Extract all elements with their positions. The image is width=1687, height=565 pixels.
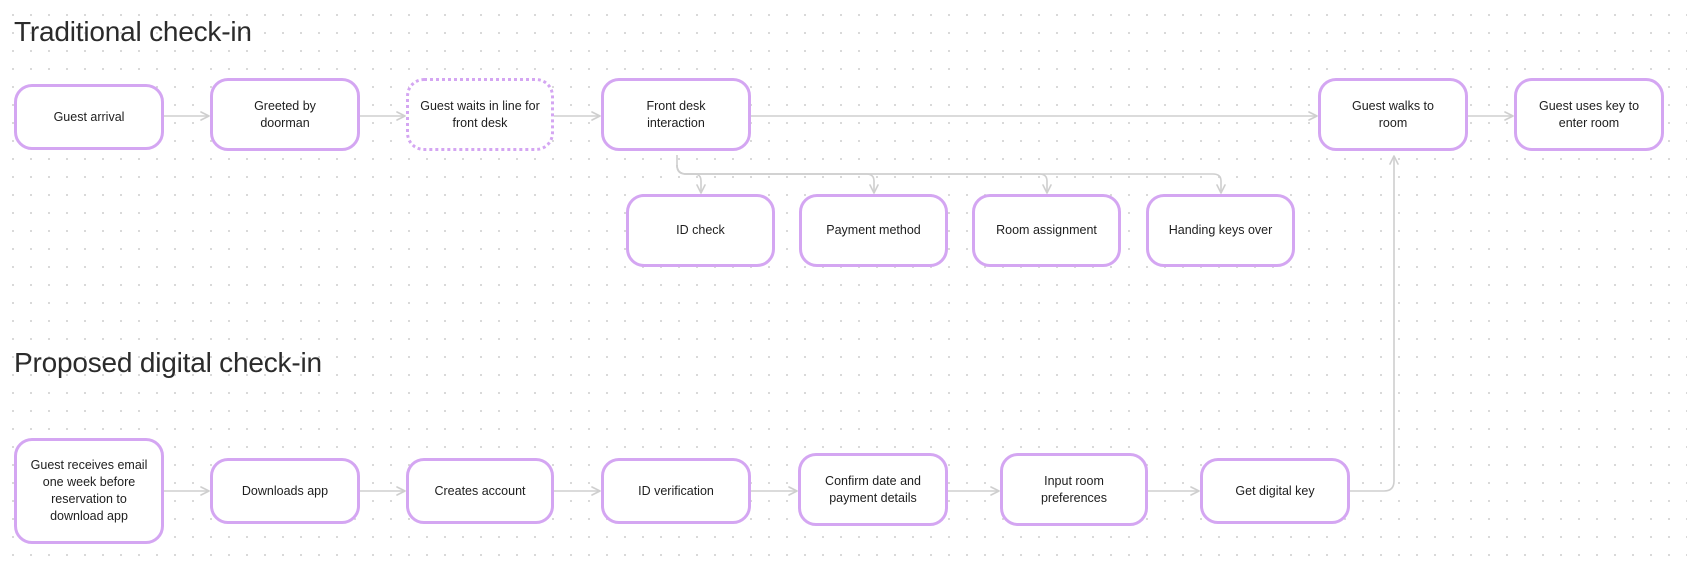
step-guest-walks-to-room[interactable]: Guest walks to room	[1318, 78, 1468, 151]
step-input-room-preferences[interactable]: Input room preferences	[1000, 453, 1148, 526]
substep-id-check[interactable]: ID check	[626, 194, 775, 267]
step-label: Greeted by doorman	[254, 98, 316, 130]
substep-label: Handing keys over	[1168, 223, 1273, 237]
step-guest-waits-in-line[interactable]: Guest waits in line for front desk	[406, 78, 554, 151]
arrow-branch-keys	[676, 164, 1226, 194]
step-label: Front desk interaction	[646, 98, 706, 130]
substep-payment-method[interactable]: Payment method	[799, 194, 948, 267]
substep-label: Room assignment	[996, 223, 1097, 237]
step-label: Creates account	[434, 483, 526, 498]
digital-section-title: Proposed digital check-in	[14, 347, 322, 378]
step-label: Guest arrival	[53, 109, 125, 124]
step-greeted-by-doorman[interactable]: Greeted by doorman	[210, 78, 360, 151]
step-guest-arrival[interactable]: Guest arrival	[14, 84, 164, 150]
substep-room-assignment[interactable]: Room assignment	[972, 194, 1121, 267]
substep-handing-keys-over[interactable]: Handing keys over	[1146, 194, 1295, 267]
step-downloads-app[interactable]: Downloads app	[210, 458, 360, 524]
substep-label: Payment method	[826, 223, 921, 237]
step-guest-receives-email[interactable]: Guest receives email one week before res…	[14, 438, 164, 544]
step-guest-uses-key[interactable]: Guest uses key to enter room	[1514, 78, 1664, 151]
step-label: Confirm date and payment details	[825, 473, 921, 505]
arrow-branch-id-check	[676, 155, 706, 194]
step-front-desk-interaction[interactable]: Front desk interaction	[601, 78, 751, 151]
step-label: Guest waits in line for front desk	[420, 98, 540, 130]
arrow-digitalkey-to-walk	[1350, 155, 1399, 492]
substep-label: ID check	[676, 223, 725, 237]
step-id-verification[interactable]: ID verification	[601, 458, 751, 524]
step-label: Input room preferences	[1040, 473, 1107, 505]
step-get-digital-key[interactable]: Get digital key	[1200, 458, 1350, 524]
step-label: Downloads app	[241, 483, 329, 498]
step-confirm-date-payment[interactable]: Confirm date and payment details	[798, 453, 948, 526]
step-creates-account[interactable]: Creates account	[406, 458, 554, 524]
step-label: Guest receives email one week before res…	[30, 458, 148, 523]
arrow-branch-payment	[676, 164, 879, 194]
step-label: Get digital key	[1235, 483, 1315, 498]
traditional-section-title: Traditional check-in	[14, 16, 252, 47]
step-label: ID verification	[638, 483, 714, 498]
step-label: Guest walks to room	[1352, 98, 1434, 130]
step-label: Guest uses key to enter room	[1538, 98, 1640, 130]
arrow-branch-room	[676, 164, 1052, 194]
